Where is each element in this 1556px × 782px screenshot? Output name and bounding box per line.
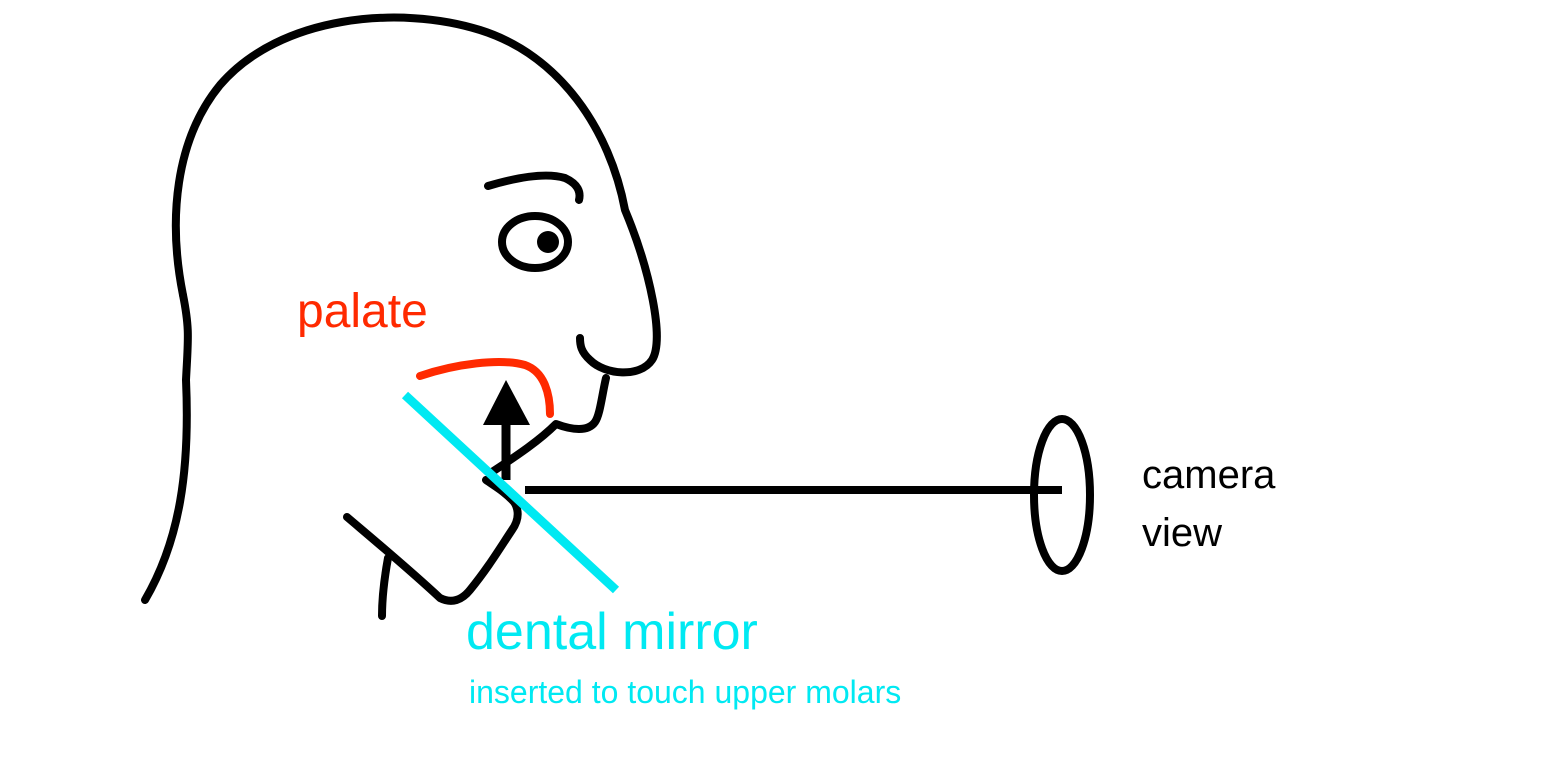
neck-back-outline	[141, 291, 192, 604]
camera-view-label-line1: camera	[1142, 453, 1276, 497]
palate-curve	[416, 358, 554, 418]
chin-outline	[488, 374, 610, 476]
wrist-outline	[378, 554, 392, 620]
dental-mirror-label: dental mirror	[466, 603, 758, 661]
head-outline	[171, 13, 661, 377]
eyebrow	[484, 171, 584, 204]
camera-view-label: camera view	[1142, 446, 1275, 562]
eye-outline	[498, 212, 572, 272]
camera-lens-icon	[1030, 415, 1094, 575]
palate-label: palate	[297, 285, 428, 338]
camera-view-label-line2: view	[1142, 511, 1223, 555]
hand-outline	[343, 490, 522, 605]
up-arrow-icon	[483, 380, 530, 425]
eye-pupil	[537, 231, 559, 253]
dental-mirror-note: inserted to touch upper molars	[469, 674, 902, 710]
dental-mirror-line	[401, 391, 620, 594]
